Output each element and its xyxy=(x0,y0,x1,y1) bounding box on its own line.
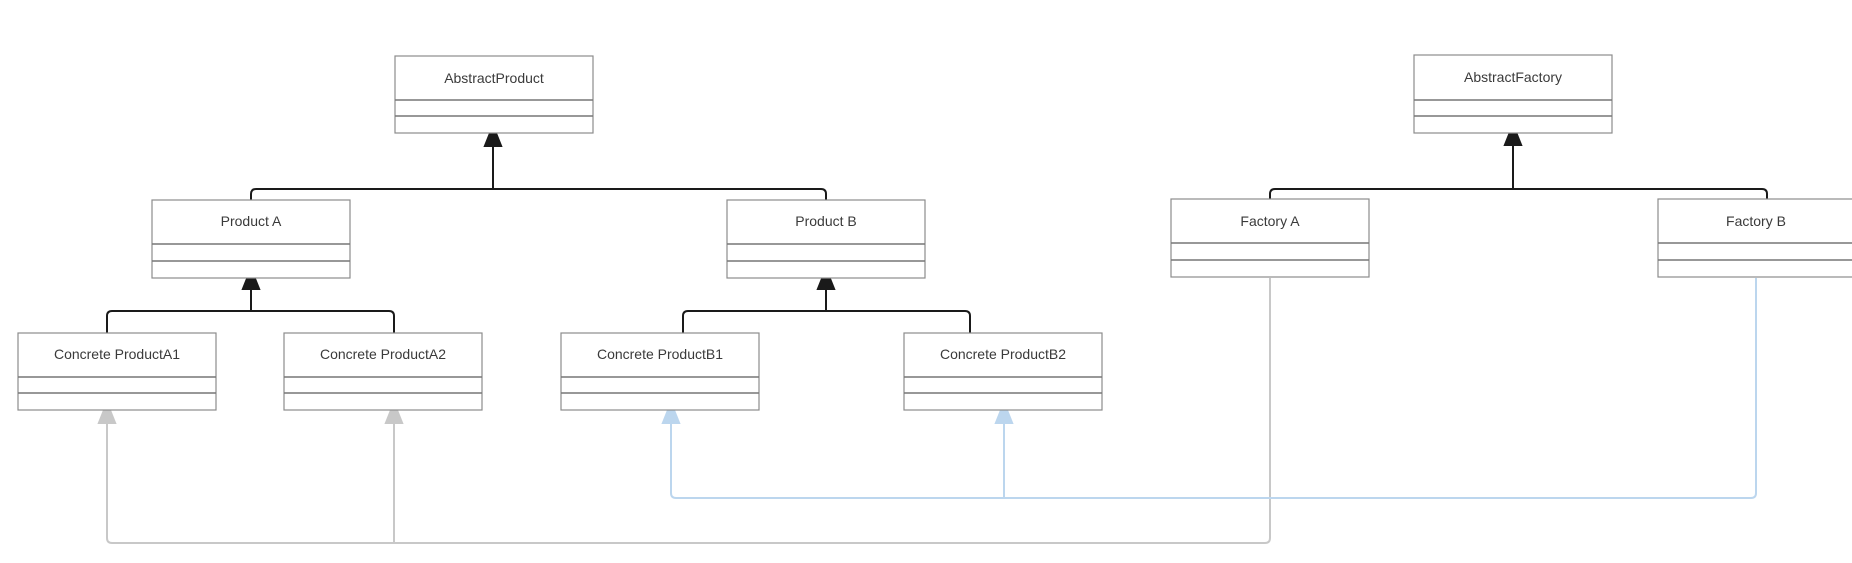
class-name: Factory A xyxy=(1240,213,1300,229)
class-box-concrete-product-a1[interactable]: Concrete ProductA1 xyxy=(17,332,217,411)
class-name: Product B xyxy=(795,213,856,229)
class-name: AbstractFactory xyxy=(1464,69,1562,85)
class-box-concrete-product-b1[interactable]: Concrete ProductB1 xyxy=(560,332,760,411)
class-name: Concrete ProductB2 xyxy=(940,346,1066,362)
class-box-product-b[interactable]: Product B xyxy=(726,199,926,279)
class-name: Concrete ProductA2 xyxy=(320,346,446,362)
class-box-factory-b[interactable]: Factory B xyxy=(1657,198,1852,278)
class-box-concrete-product-a2[interactable]: Concrete ProductA2 xyxy=(283,332,483,411)
class-box-product-a[interactable]: Product A xyxy=(151,199,351,279)
class-name: AbstractProduct xyxy=(444,70,544,86)
generalization-b1-b2-to-product-b xyxy=(682,266,971,333)
dependency-factory-b-to-b-products xyxy=(661,278,1757,499)
generalization-product-a-b-to-abstract-product xyxy=(250,123,827,200)
generalization-a1-a2-to-product-a xyxy=(106,266,395,333)
dependency-factory-a-to-a-products xyxy=(97,278,1271,544)
class-box-concrete-product-b2[interactable]: Concrete ProductB2 xyxy=(903,332,1103,411)
class-name: Product A xyxy=(221,213,282,229)
class-box-factory-a[interactable]: Factory A xyxy=(1170,198,1370,278)
class-name: Concrete ProductA1 xyxy=(54,346,180,362)
class-name: Factory B xyxy=(1726,213,1786,229)
class-name: Concrete ProductB1 xyxy=(597,346,723,362)
class-box-abstract-factory[interactable]: AbstractFactory xyxy=(1413,54,1613,134)
class-box-abstract-product[interactable]: AbstractProduct xyxy=(394,55,594,134)
generalization-factories-to-abstract-factory xyxy=(1269,122,1768,200)
